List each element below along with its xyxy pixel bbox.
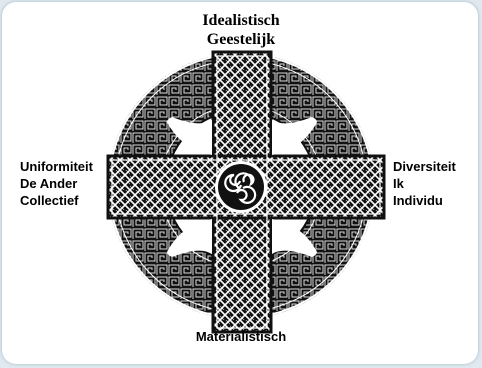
label-top-line-2: Geestelijk bbox=[0, 30, 482, 49]
label-right-line-2: Ik bbox=[393, 175, 456, 192]
label-top: Idealistisch Geestelijk bbox=[0, 11, 482, 49]
label-bottom-line-1: Materialistisch bbox=[0, 328, 482, 345]
label-right-line-1: Diversiteit bbox=[393, 158, 456, 175]
label-right-line-3: Individu bbox=[393, 192, 456, 209]
label-left-line-3: Collectief bbox=[20, 192, 93, 209]
label-left: Uniformiteit De Ander Collectief bbox=[20, 158, 93, 209]
label-bottom: Materialistisch bbox=[0, 328, 482, 345]
label-left-line-1: Uniformiteit bbox=[20, 158, 93, 175]
triskele-icon bbox=[215, 161, 267, 213]
label-right: Diversiteit Ik Individu bbox=[393, 158, 456, 209]
label-left-line-2: De Ander bbox=[20, 175, 93, 192]
label-top-line-1: Idealistisch bbox=[0, 11, 482, 30]
